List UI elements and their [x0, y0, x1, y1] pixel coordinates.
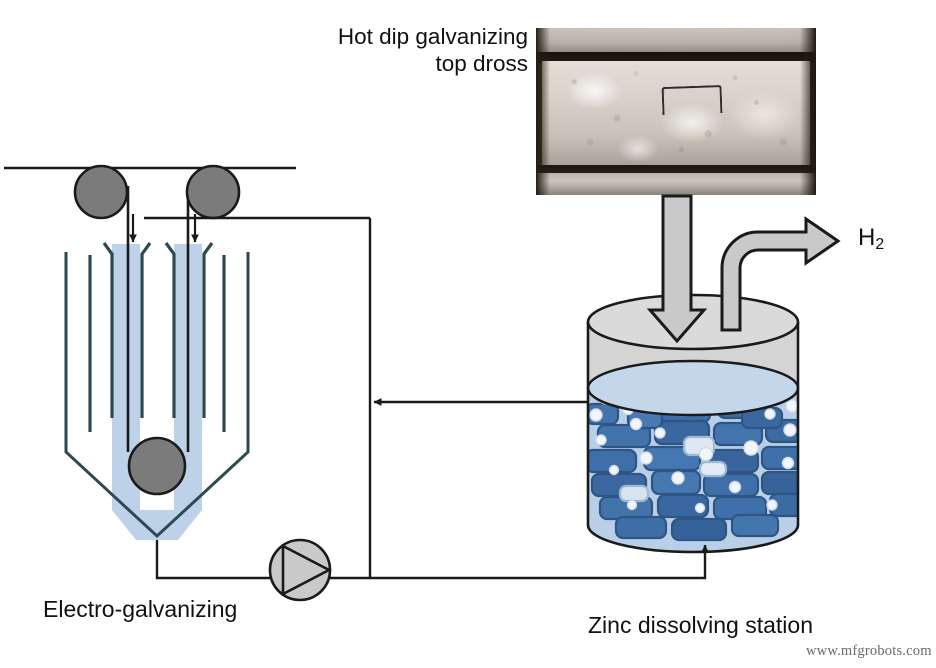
- photo-dross-slab-top: [536, 28, 816, 54]
- zinc-dissolving-station-label: Zinc dissolving station: [588, 612, 813, 638]
- strip-band-left: [112, 244, 140, 510]
- hydrogen-symbol: H: [858, 224, 876, 251]
- tank-contents: [588, 370, 798, 552]
- cell-wall: [64, 252, 250, 539]
- roller-sink: [127, 436, 187, 496]
- electro-galvanizing-label: Electro-galvanizing: [43, 596, 238, 622]
- electrode-plate-3: [140, 242, 152, 418]
- hydrogen-subscript: 2: [875, 236, 885, 253]
- photo-vignette-right: [800, 28, 816, 195]
- hydrogen-label: H2: [858, 224, 885, 253]
- photo-dark-gap-bottom: [536, 165, 816, 174]
- electrode-plate-4: [164, 242, 176, 418]
- dross-feed-down-arrow: [646, 194, 708, 344]
- electrolyte-feed-line: [155, 402, 709, 580]
- electrode-plate-5: [202, 242, 214, 418]
- roller-entry: [73, 164, 129, 220]
- electrode-plates: [88, 242, 226, 432]
- electrolyte-surface: [586, 359, 800, 417]
- hot-dip-galvanizing-top-dross-photo: [536, 28, 816, 195]
- photo-dross-slab-main: [542, 61, 810, 165]
- circulation-pump[interactable]: [268, 538, 332, 602]
- site-watermark: www.mfgrobots.com: [806, 643, 932, 659]
- strip-band-bottom: [112, 510, 202, 540]
- photo-dross-texture: [542, 61, 810, 165]
- photo-vignette-left: [536, 28, 550, 195]
- photo-dark-gap-top: [536, 52, 816, 63]
- roller-exit: [185, 164, 241, 220]
- photo-caption: Hot dip galvanizing top dross: [337, 24, 528, 76]
- tank-outline: [586, 322, 800, 554]
- electrolyte-return-line: [144, 216, 588, 406]
- photo-dross-slab-bottom: [536, 173, 816, 195]
- pump-impeller-triangle: [281, 543, 332, 597]
- electrode-plate-2: [102, 242, 114, 418]
- electro-galvanizing-cell: [4, 164, 296, 540]
- zinc-dissolving-tank: [586, 293, 800, 554]
- hydrogen-vent-arrow: [720, 216, 841, 332]
